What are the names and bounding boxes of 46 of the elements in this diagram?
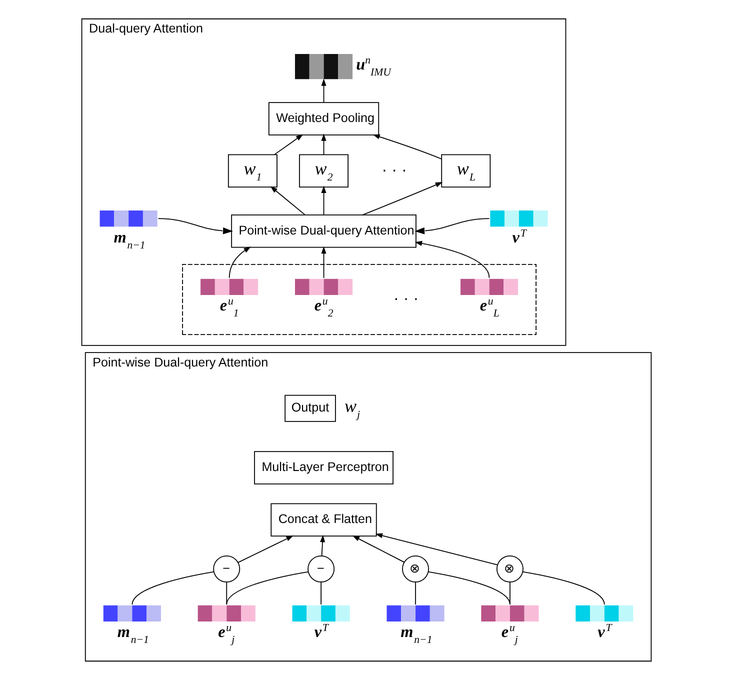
node-box: w$_{L}$ (440, 154, 490, 188)
connector (522, 571, 604, 605)
connector (427, 571, 510, 605)
node-label: v$^{T}$ (597, 622, 612, 642)
node-box: Multi-Layer Perceptron (254, 451, 393, 484)
node-box: Weighted Pooling (268, 102, 379, 136)
arrow (237, 536, 293, 563)
node-label: v$^{T}$ (512, 227, 526, 246)
node-label: w$_{j}$ (344, 396, 360, 421)
node-circle: ⊗ (402, 555, 429, 582)
node-circle: ⊗ (496, 555, 523, 582)
node-label: m$_{n−1}$ (400, 623, 432, 646)
node-box: Output (284, 394, 336, 422)
connector (320, 582, 322, 605)
node-circle: − (212, 555, 240, 582)
connector (131, 571, 214, 605)
arrow (320, 134, 326, 156)
connector (226, 582, 227, 605)
arrow (273, 134, 303, 156)
cluster (182, 264, 536, 336)
arrow (320, 78, 326, 103)
node-box: w$_{1}$ (227, 154, 277, 188)
node-box: w$_{2}$ (298, 154, 348, 188)
arrow (372, 134, 442, 160)
connector (226, 571, 308, 605)
arrow (320, 186, 326, 216)
node-circle: − (307, 555, 334, 582)
label: · · · (381, 160, 406, 179)
arrow (228, 246, 250, 278)
arrow (352, 536, 404, 563)
node-label: v$^{T}$ (314, 622, 328, 642)
arrow (374, 533, 498, 566)
arrow (414, 240, 490, 278)
node-label: m$_{n−1}$ (113, 228, 145, 252)
node-box: Concat & Flatten (270, 503, 376, 537)
arrow (320, 534, 325, 556)
connector (414, 582, 416, 605)
connector (509, 582, 510, 605)
label: · · · (392, 289, 418, 308)
node-box: Point-wise Dual-query Attention (230, 214, 416, 248)
arrow (157, 218, 232, 234)
arrow (362, 182, 442, 216)
arrow (414, 218, 490, 234)
arrow (320, 246, 326, 278)
node-label: m$_{n−1}$ (116, 623, 148, 646)
arrow (270, 186, 305, 216)
